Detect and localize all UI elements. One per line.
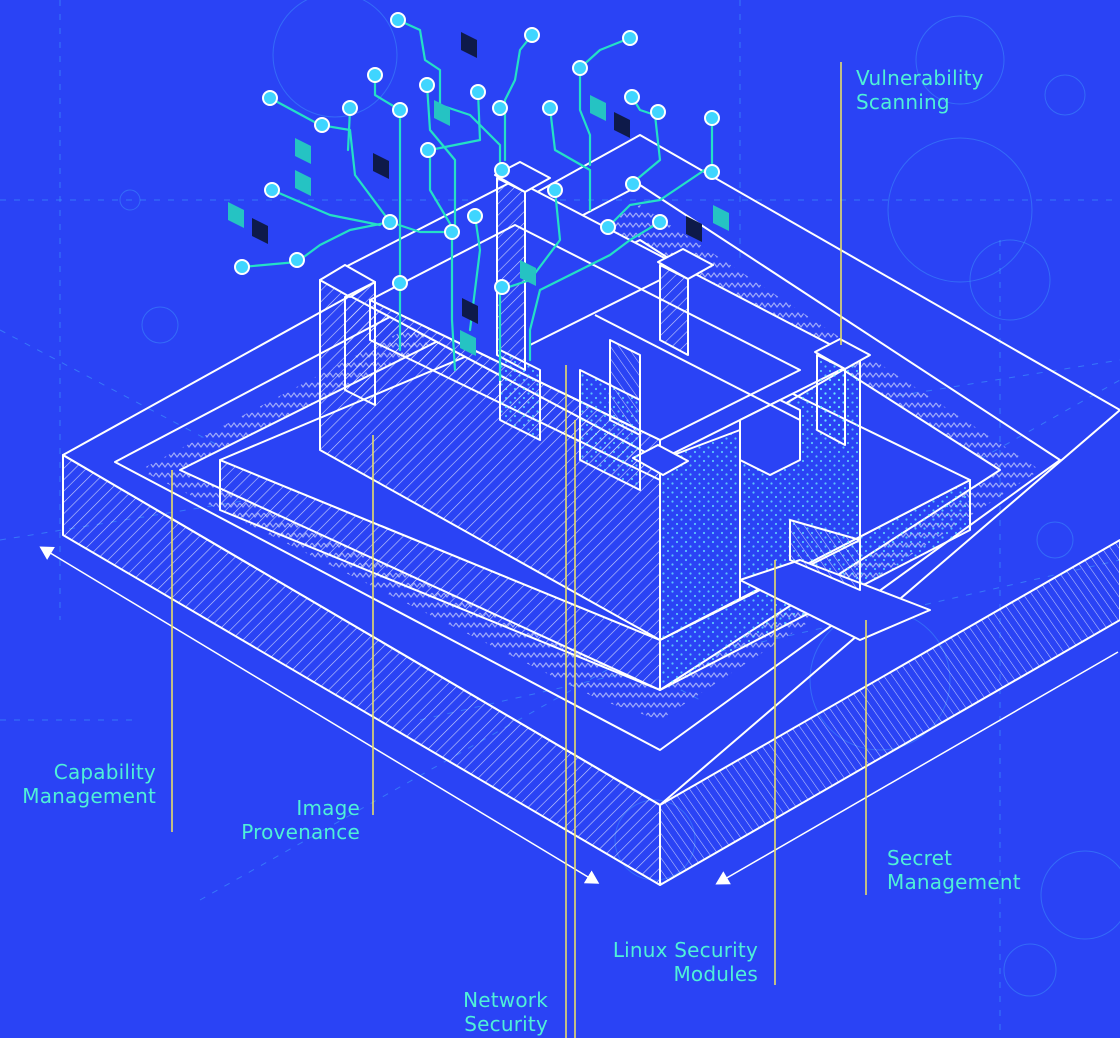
label-capability-management: Capability Management [10,760,156,808]
label-capability-line-2: Management [22,784,156,808]
label-secret-line-1: Secret [887,846,953,870]
label-vulnerability-scanning: Vulnerability Scanning [856,66,1026,114]
label-capability-line-1: Capability [53,760,156,784]
label-vulnerability-line-2: Scanning [856,90,950,114]
label-image-provenance: Image Provenance [216,796,360,844]
label-network-line-2: Security [464,1012,548,1036]
label-image-line-2: Provenance [241,820,360,844]
label-image-line-1: Image [296,796,360,820]
label-network-line-1: Network [463,988,548,1012]
background-gears [119,0,1120,997]
label-vulnerability-line-1: Vulnerability [856,66,984,90]
dimension-arrows [39,546,1119,885]
label-linux-security-modules: Linux Security Modules [598,938,758,986]
label-network-security: Network Security [420,988,548,1036]
label-leaders [171,62,867,1038]
label-lsm-line-1: Linux Security [612,938,758,962]
circuit-chips [228,32,729,356]
circuit-nodes [234,12,720,295]
label-secret-management: Secret Management [887,846,1047,894]
label-lsm-line-2: Modules [673,962,758,986]
label-secret-line-2: Management [887,870,1021,894]
